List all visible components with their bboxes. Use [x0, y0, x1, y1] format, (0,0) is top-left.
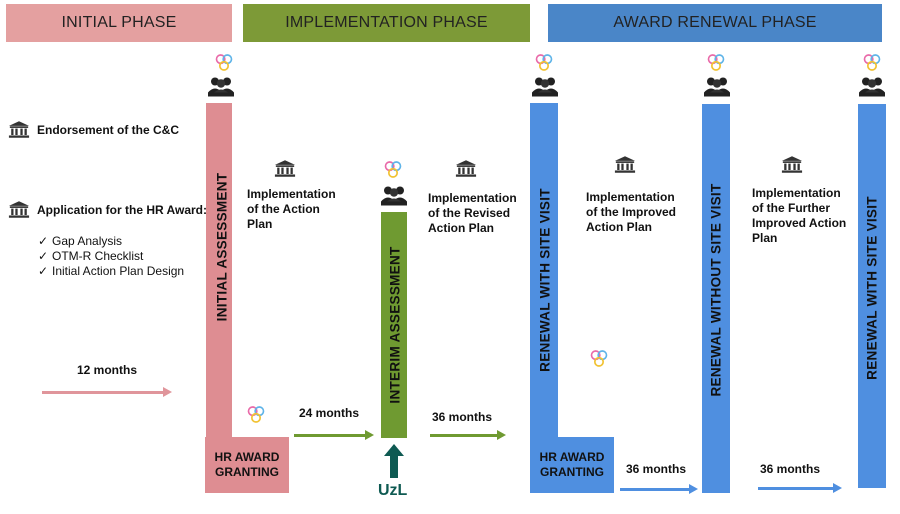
euraxess-logo-icon: [862, 53, 882, 72]
duration-36-months-a: 36 months: [432, 410, 493, 424]
uzl-label: UzL: [378, 482, 408, 499]
euraxess-logo-icon: [706, 53, 726, 72]
duration-36-months-b: 36 months: [626, 462, 687, 476]
assessors-icon: [380, 184, 408, 207]
arrow-right-icon: [620, 484, 698, 494]
building-icon: [274, 159, 296, 178]
assessors-icon: [531, 75, 559, 98]
renewal-with-site-visit-label-2: RENEWAL WITH SITE VISIT: [864, 196, 880, 380]
building-icon: [614, 155, 636, 174]
initial-assessment-bar: [206, 103, 232, 437]
initial-phase-header: INITIAL PHASE: [6, 4, 232, 42]
assessors-icon: [858, 75, 886, 98]
duration-12-months: 12 months: [77, 363, 138, 377]
arrow-right-icon: [294, 430, 374, 440]
award-renewal-phase-header: AWARD RENEWAL PHASE: [548, 4, 882, 42]
check-icon: ✓: [38, 264, 49, 278]
check-icon: ✓: [38, 249, 49, 263]
euraxess-logo-icon: [534, 53, 554, 72]
building-icon: [8, 120, 30, 139]
building-icon: [8, 200, 30, 219]
implementation-phase-header: IMPLEMENTATION PHASE: [243, 4, 530, 42]
duration-36-months-c: 36 months: [760, 462, 821, 476]
euraxess-logo-icon: [246, 405, 266, 424]
checklist-item: ✓Initial Action Plan Design: [38, 264, 185, 278]
application-text: Application for the HR Award:: [37, 203, 208, 217]
arrow-right-icon: [430, 430, 506, 440]
euraxess-logo-icon: [214, 53, 234, 72]
checklist-item: ✓Gap Analysis: [38, 234, 123, 248]
interim-assessment-bar: [381, 212, 407, 438]
check-icon: ✓: [38, 234, 49, 248]
assessors-icon: [207, 75, 235, 98]
arrow-right-icon: [42, 387, 172, 397]
initial-phase-label: INITIAL PHASE: [61, 14, 177, 31]
renewal-with-site-visit-bar-2: [858, 104, 886, 488]
duration-24-months: 24 months: [299, 406, 360, 420]
renewal-without-site-visit-label: RENEWAL WITHOUT SITE VISIT: [708, 183, 724, 397]
euraxess-logo-icon: [589, 349, 609, 368]
assessors-icon: [703, 75, 731, 98]
renewal-with-site-visit-bar-1: [530, 103, 558, 438]
arrow-right-icon: [758, 483, 842, 493]
arrow-up-icon: [384, 444, 404, 478]
building-icon: [455, 159, 477, 178]
award-renewal-phase-label: AWARD RENEWAL PHASE: [613, 14, 817, 31]
initial-assessment-label: INITIAL ASSESSMENT: [214, 172, 230, 322]
endorsement-text: Endorsement of the C&C: [37, 123, 180, 137]
renewal-without-site-visit-bar: [702, 104, 730, 493]
implementation-phase-label: IMPLEMENTATION PHASE: [285, 14, 488, 31]
interim-assessment-label: INTERIM ASSESSMENT: [387, 246, 403, 404]
building-icon: [781, 155, 803, 174]
euraxess-logo-icon: [383, 160, 403, 179]
renewal-with-site-visit-label-1: RENEWAL WITH SITE VISIT: [537, 188, 553, 372]
checklist-item: ✓OTM-R Checklist: [38, 249, 144, 263]
